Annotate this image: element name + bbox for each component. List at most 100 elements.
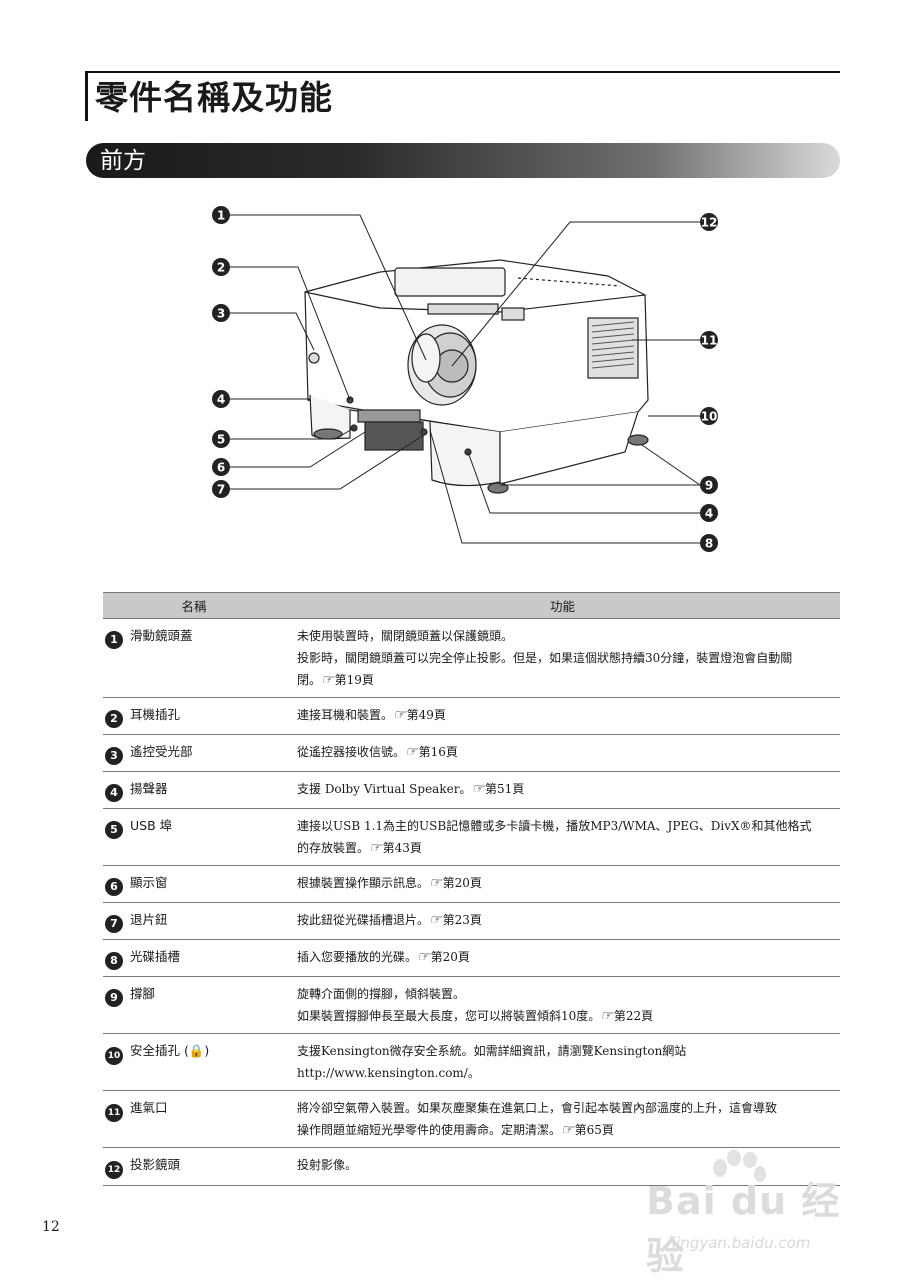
part-name-cell: 6 顯示窗 xyxy=(103,865,285,903)
function-line: 連接以USB 1.1為主的USB記憶體或多卡讀卡機，播放MP3/WMA、JPEG… xyxy=(297,815,836,837)
function-text: 支援 Dolby Virtual Speaker。 xyxy=(297,782,472,796)
page-reference-link[interactable]: 第20頁 xyxy=(430,950,470,964)
callout-badge: 12 xyxy=(700,213,718,231)
part-name: 耳機插孔 xyxy=(130,707,181,722)
callout-label: 7 xyxy=(217,483,225,497)
function-text: 連接耳機和裝置。 xyxy=(297,708,394,722)
function-text: 投射影像。 xyxy=(297,1158,358,1172)
paw-icon xyxy=(713,1150,766,1182)
page-reference-icon: ☞ xyxy=(393,707,406,723)
part-name: USB 埠 xyxy=(130,818,173,833)
page-reference-link[interactable]: 第49頁 xyxy=(406,708,446,722)
callout-label: 1 xyxy=(217,209,225,223)
function-text: 未使用裝置時，關閉鏡頭蓋以保護鏡頭。 xyxy=(297,629,514,643)
page-reference-icon: ☞ xyxy=(417,949,430,965)
callout-label: 9 xyxy=(705,479,713,493)
function-text: 投影時，關閉鏡頭蓋可以完全停止投影。但是，如果這個狀態持續30分鐘，裝置燈泡會自… xyxy=(297,651,793,665)
watermark-brand: Bai du 经验 xyxy=(646,1179,841,1278)
section-title: 前方 xyxy=(100,148,146,174)
table-header-row: 名稱 功能 xyxy=(103,592,840,619)
part-function-cell: 按此鈕從光碟插槽退片。☞第23頁 xyxy=(285,902,840,940)
part-name: 撐腳 xyxy=(130,986,156,1001)
function-text: 支援Kensington微存安全系統。如需詳細資訊，請瀏覽Kensington網… xyxy=(297,1044,687,1058)
part-function-cell: 插入您要播放的光碟。☞第20頁 xyxy=(285,939,840,977)
function-text: 按此鈕從光碟插槽退片。 xyxy=(297,913,430,927)
part-function-cell: 旋轉介面側的撐腳，傾斜裝置。如果裝置撐腳伸長至最大長度，您可以將裝置傾斜10度。… xyxy=(285,976,840,1034)
part-number-badge: 3 xyxy=(105,747,123,765)
title-bar xyxy=(85,71,88,121)
function-line: 支援 Dolby Virtual Speaker。☞第51頁 xyxy=(297,778,836,800)
page-reference-link[interactable]: 第19頁 xyxy=(334,673,374,687)
page-reference-icon: ☞ xyxy=(600,1008,613,1024)
function-text: 插入您要播放的光碟。 xyxy=(297,950,418,964)
part-name-cell: 5 USB 埠 xyxy=(103,808,285,866)
callout-badge: 5 xyxy=(212,430,230,448)
function-line: 投射影像。 xyxy=(297,1154,836,1176)
function-text: 的存放裝置。 xyxy=(297,841,370,855)
page-number: 12 xyxy=(42,1219,60,1235)
function-line: 投影時，關閉鏡頭蓋可以完全停止投影。但是，如果這個狀態持續30分鐘，裝置燈泡會自… xyxy=(297,647,836,669)
part-name: 安全插孔 (🔒) xyxy=(130,1043,210,1058)
page-reference-icon: ☞ xyxy=(405,744,418,760)
page-title: 零件名稱及功能 xyxy=(95,78,333,117)
callout-label: 6 xyxy=(217,461,225,475)
callout-label: 10 xyxy=(701,410,718,424)
part-function-cell: 將冷卻空氣帶入裝置。如果灰塵聚集在進氣口上，會引起本裝置內部溫度的上升，這會導致… xyxy=(285,1090,840,1148)
part-number-badge: 8 xyxy=(105,952,123,970)
part-number-badge: 6 xyxy=(105,878,123,896)
part-name-cell: 9 撐腳 xyxy=(103,976,285,1034)
page-reference-icon: ☞ xyxy=(321,672,334,688)
callout-label: 4 xyxy=(705,507,713,521)
part-function-cell: 連接耳機和裝置。☞第49頁 xyxy=(285,697,840,735)
part-name: 進氣口 xyxy=(130,1100,168,1115)
part-number-badge: 7 xyxy=(105,915,123,933)
page-reference-link[interactable]: 第20頁 xyxy=(442,876,482,890)
part-function-cell: 根據裝置操作顯示訊息。☞第20頁 xyxy=(285,865,840,903)
callout-badge: 9 xyxy=(700,476,718,494)
callout-label: 8 xyxy=(705,537,713,551)
page-reference-icon: ☞ xyxy=(429,875,442,891)
function-line: 根據裝置操作顯示訊息。☞第20頁 xyxy=(297,872,836,894)
page-reference-link[interactable]: 第43頁 xyxy=(382,841,422,855)
callout-badge: 10 xyxy=(700,407,718,425)
part-number-badge: 5 xyxy=(105,821,123,839)
page-reference-link[interactable]: 第16頁 xyxy=(418,745,458,759)
part-number-badge: 9 xyxy=(105,989,123,1007)
part-function-cell: 從遙控器接收信號。☞第16頁 xyxy=(285,734,840,772)
callout-badge: 11 xyxy=(700,331,718,349)
page-reference-link[interactable]: 第51頁 xyxy=(485,782,525,796)
part-number-badge: 10 xyxy=(105,1047,123,1065)
watermark: Bai du 经验 jingyan.baidu.com xyxy=(646,1150,856,1278)
function-line: 連接耳機和裝置。☞第49頁 xyxy=(297,704,836,726)
callout-badge: 3 xyxy=(212,304,230,322)
page-reference-link[interactable]: 第22頁 xyxy=(613,1009,654,1023)
function-line: 如果裝置撐腳伸長至最大長度，您可以將裝置傾斜10度。☞第22頁 xyxy=(297,1005,836,1027)
function-text: 閉。 xyxy=(297,673,322,687)
function-line: 插入您要播放的光碟。☞第20頁 xyxy=(297,946,836,968)
part-name: 顯示窗 xyxy=(130,875,168,890)
callout-label: 12 xyxy=(701,216,718,230)
part-function-cell: 連接以USB 1.1為主的USB記憶體或多卡讀卡機，播放MP3/WMA、JPEG… xyxy=(285,808,840,866)
function-text: 根據裝置操作顯示訊息。 xyxy=(297,876,430,890)
part-name: 滑動鏡頭蓋 xyxy=(130,628,193,643)
header-name: 名稱 xyxy=(103,592,285,619)
page-reference-link[interactable]: 第65頁 xyxy=(574,1123,614,1137)
part-name: 光碟插槽 xyxy=(130,949,181,964)
page-reference-icon: ☞ xyxy=(429,912,442,928)
part-number-badge: 4 xyxy=(105,784,123,802)
part-name-cell: 10 安全插孔 (🔒) xyxy=(103,1033,285,1091)
function-line: 未使用裝置時，關閉鏡頭蓋以保護鏡頭。 xyxy=(297,625,836,647)
function-text: 連接以USB 1.1為主的USB記憶體或多卡讀卡機，播放MP3/WMA、JPEG… xyxy=(297,819,812,833)
callout-badge: 8 xyxy=(700,534,718,552)
function-text: 將冷卻空氣帶入裝置。如果灰塵聚集在進氣口上，會引起本裝置內部溫度的上升，這會導致 xyxy=(297,1101,778,1115)
callout-label: 4 xyxy=(217,393,225,407)
page-reference-link[interactable]: 第23頁 xyxy=(442,913,482,927)
